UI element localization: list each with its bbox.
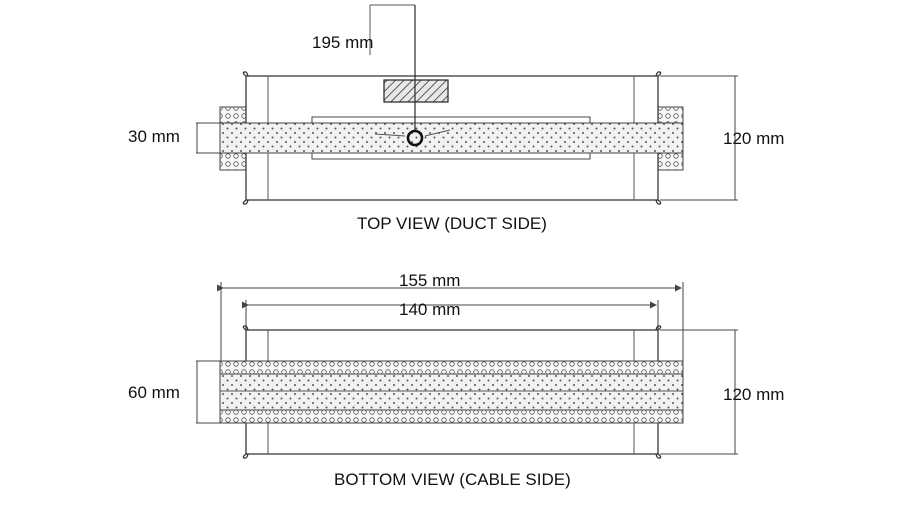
bottom-view-caption: BOTTOM VIEW (CABLE SIDE) [334,470,571,489]
bottom-view: 155 mm 140 mm 60 mm 120 mm BOTTOM VIEW (… [128,271,784,489]
top-duct-block [383,79,449,103]
top-dim-band: 30 mm [128,127,180,146]
top-dim-length: 195 mm [312,33,373,52]
bottom-dim-height: 120 mm [723,385,784,404]
bottom-dim-band: 60 mm [128,383,180,402]
bottom-dim-overall: 155 mm [399,271,460,290]
top-view: 30 mm 120 mm 195 mm TOP VIEW (DUCT SIDE) [128,4,784,233]
top-view-caption: TOP VIEW (DUCT SIDE) [357,214,547,233]
top-insulation-band [219,122,684,154]
top-dim-height: 120 mm [723,129,784,148]
bottom-inner-band [219,373,684,411]
bottom-dim-inner: 140 mm [399,300,460,319]
top-cable-entry-icon [406,129,424,147]
